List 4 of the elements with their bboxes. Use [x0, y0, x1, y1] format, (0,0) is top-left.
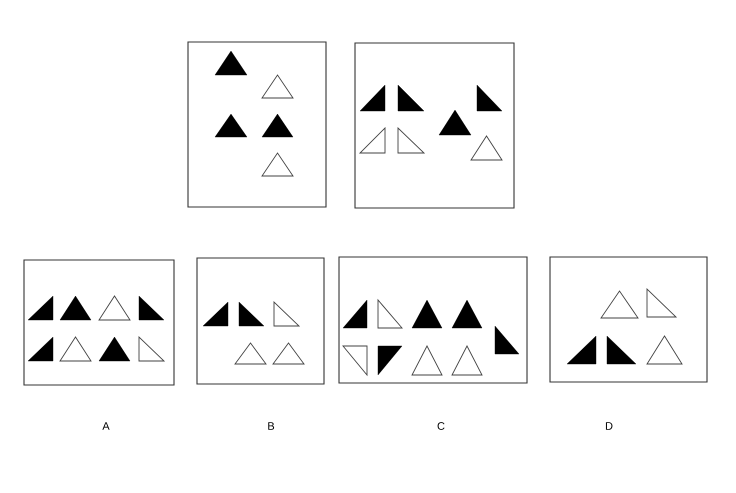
option-letter: D — [606, 422, 612, 430]
option-letter: C — [438, 422, 445, 430]
option-letter: A — [102, 422, 110, 430]
option-letter: B — [268, 422, 274, 430]
